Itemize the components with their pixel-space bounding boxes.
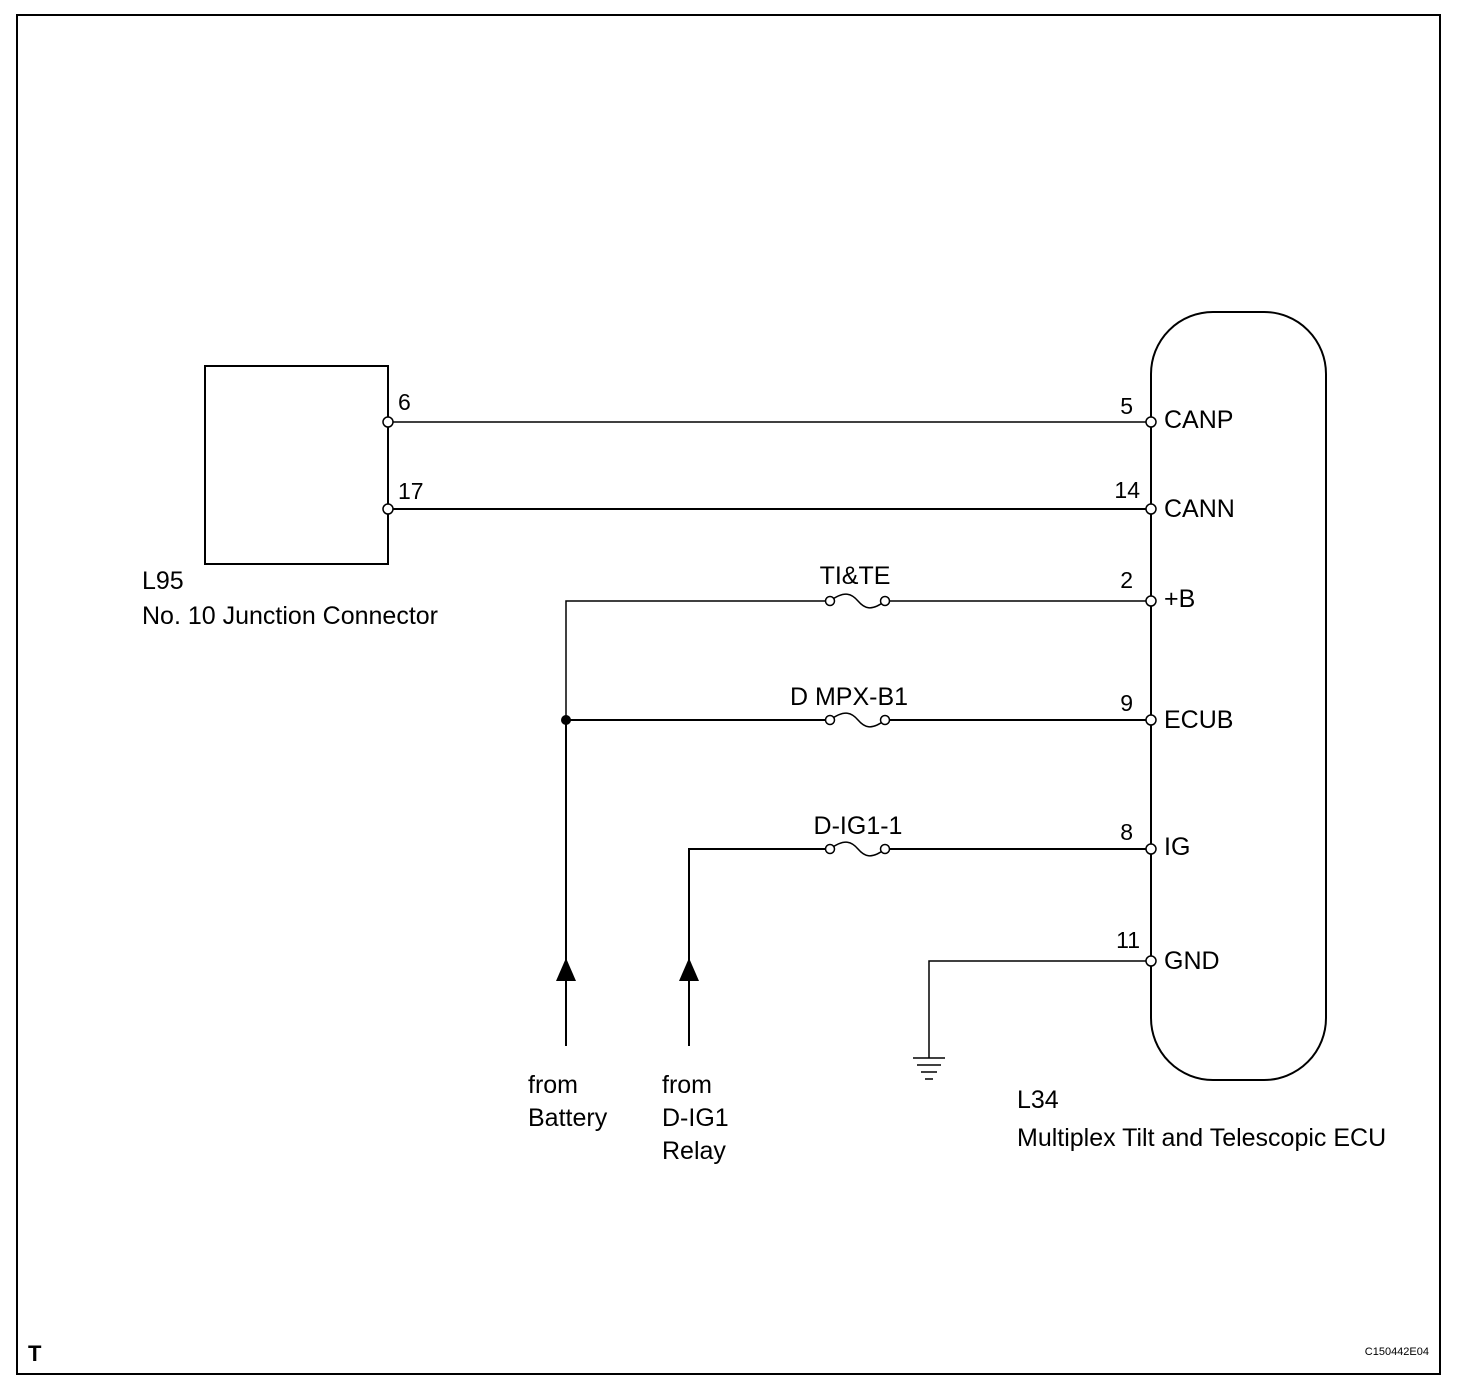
fuse-label: TI&TE xyxy=(820,562,891,590)
ecu-name: Multiplex Tilt and Telescopic ECU xyxy=(1017,1124,1386,1152)
fuse-label: D-IG1-1 xyxy=(814,812,903,840)
terminal xyxy=(1145,595,1157,607)
arrow-up-icon xyxy=(679,958,699,981)
source-label: from xyxy=(662,1071,712,1099)
ecu-box xyxy=(1150,311,1327,1081)
corner-label: T xyxy=(28,1341,42,1366)
connector-code: L95 xyxy=(142,567,184,595)
wire-ig-left xyxy=(688,848,830,1046)
pin-signal: CANN xyxy=(1164,495,1235,523)
pin-number: 17 xyxy=(398,478,424,504)
pin-number: 11 xyxy=(1116,927,1140,953)
pin-number: 6 xyxy=(398,389,411,415)
pin-signal: +B xyxy=(1164,585,1195,613)
terminal xyxy=(1145,416,1157,428)
pin-number: 14 xyxy=(1114,477,1140,503)
terminal xyxy=(1145,503,1157,515)
pin-signal: CANP xyxy=(1164,406,1233,434)
pin-signal: IG xyxy=(1164,833,1190,861)
source-label: Battery xyxy=(528,1104,608,1132)
splice-dot xyxy=(561,715,571,725)
diagram-frame xyxy=(16,14,1441,1375)
source-label: D-IG1 xyxy=(662,1104,729,1132)
pin-number: 5 xyxy=(1120,393,1133,419)
pin-signal: GND xyxy=(1164,947,1220,975)
pin-number: 2 xyxy=(1120,567,1133,593)
pin-number: 8 xyxy=(1120,819,1133,845)
wire-plus-b xyxy=(565,600,830,720)
fuse-icon xyxy=(824,712,891,728)
fuse-label: D MPX-B1 xyxy=(790,683,908,711)
figure-code: C150442E04 xyxy=(1365,1346,1429,1358)
arrow-up-icon xyxy=(556,958,576,981)
source-label: from xyxy=(528,1071,578,1099)
wires xyxy=(388,421,1150,1058)
terminal xyxy=(1145,714,1157,726)
terminal xyxy=(382,416,394,428)
terminal xyxy=(1145,955,1157,967)
connector-name: No. 10 Junction Connector xyxy=(142,602,438,630)
ecu-code: L34 xyxy=(1017,1086,1059,1114)
junction-connector-box xyxy=(204,365,389,565)
ground-icon xyxy=(913,1057,945,1080)
fuse-icon xyxy=(824,593,891,609)
pin-number: 9 xyxy=(1120,690,1133,716)
pin-signal: ECUB xyxy=(1164,706,1233,734)
source-label: Relay xyxy=(662,1137,726,1165)
wire-gnd xyxy=(928,960,1150,1058)
terminal xyxy=(1145,843,1157,855)
terminal xyxy=(382,503,394,515)
fuse-icon xyxy=(824,841,891,857)
